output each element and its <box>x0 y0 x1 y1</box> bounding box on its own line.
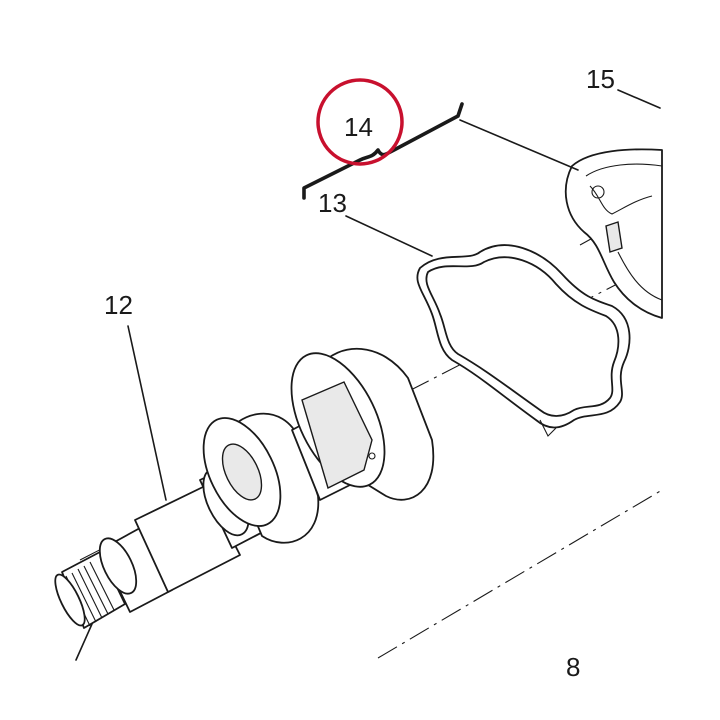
housing-bolt <box>591 185 605 199</box>
gasket-tab <box>539 419 557 437</box>
leader-13 <box>345 215 433 257</box>
housing-clip <box>605 221 623 253</box>
highlight-circle <box>316 78 404 166</box>
housing-rim <box>585 163 663 177</box>
callout-14: 14 <box>344 112 373 142</box>
part-15-housing <box>564 148 663 319</box>
disc-1-hub <box>221 443 263 501</box>
housing-contour <box>589 185 653 215</box>
part-13-gasket <box>416 244 631 437</box>
callout-15: 15 <box>586 64 615 94</box>
shaft-step-1-face <box>98 537 138 595</box>
callout-8: 8 <box>566 652 580 682</box>
callout-12: 12 <box>104 290 133 320</box>
callout-13: 13 <box>318 188 347 218</box>
leader-12 <box>127 325 167 501</box>
leader-14 <box>459 119 579 171</box>
leader-lines <box>75 89 661 661</box>
leader-15 <box>617 89 661 109</box>
tip-end-face <box>54 573 86 627</box>
leader-lower <box>75 623 93 661</box>
gasket-inner <box>425 256 620 417</box>
eccentric-lobe <box>301 381 373 489</box>
pin-hole <box>368 452 376 460</box>
housing-edge <box>617 251 663 301</box>
lower-axis-line <box>377 489 663 659</box>
part-12-shaft <box>54 348 435 629</box>
